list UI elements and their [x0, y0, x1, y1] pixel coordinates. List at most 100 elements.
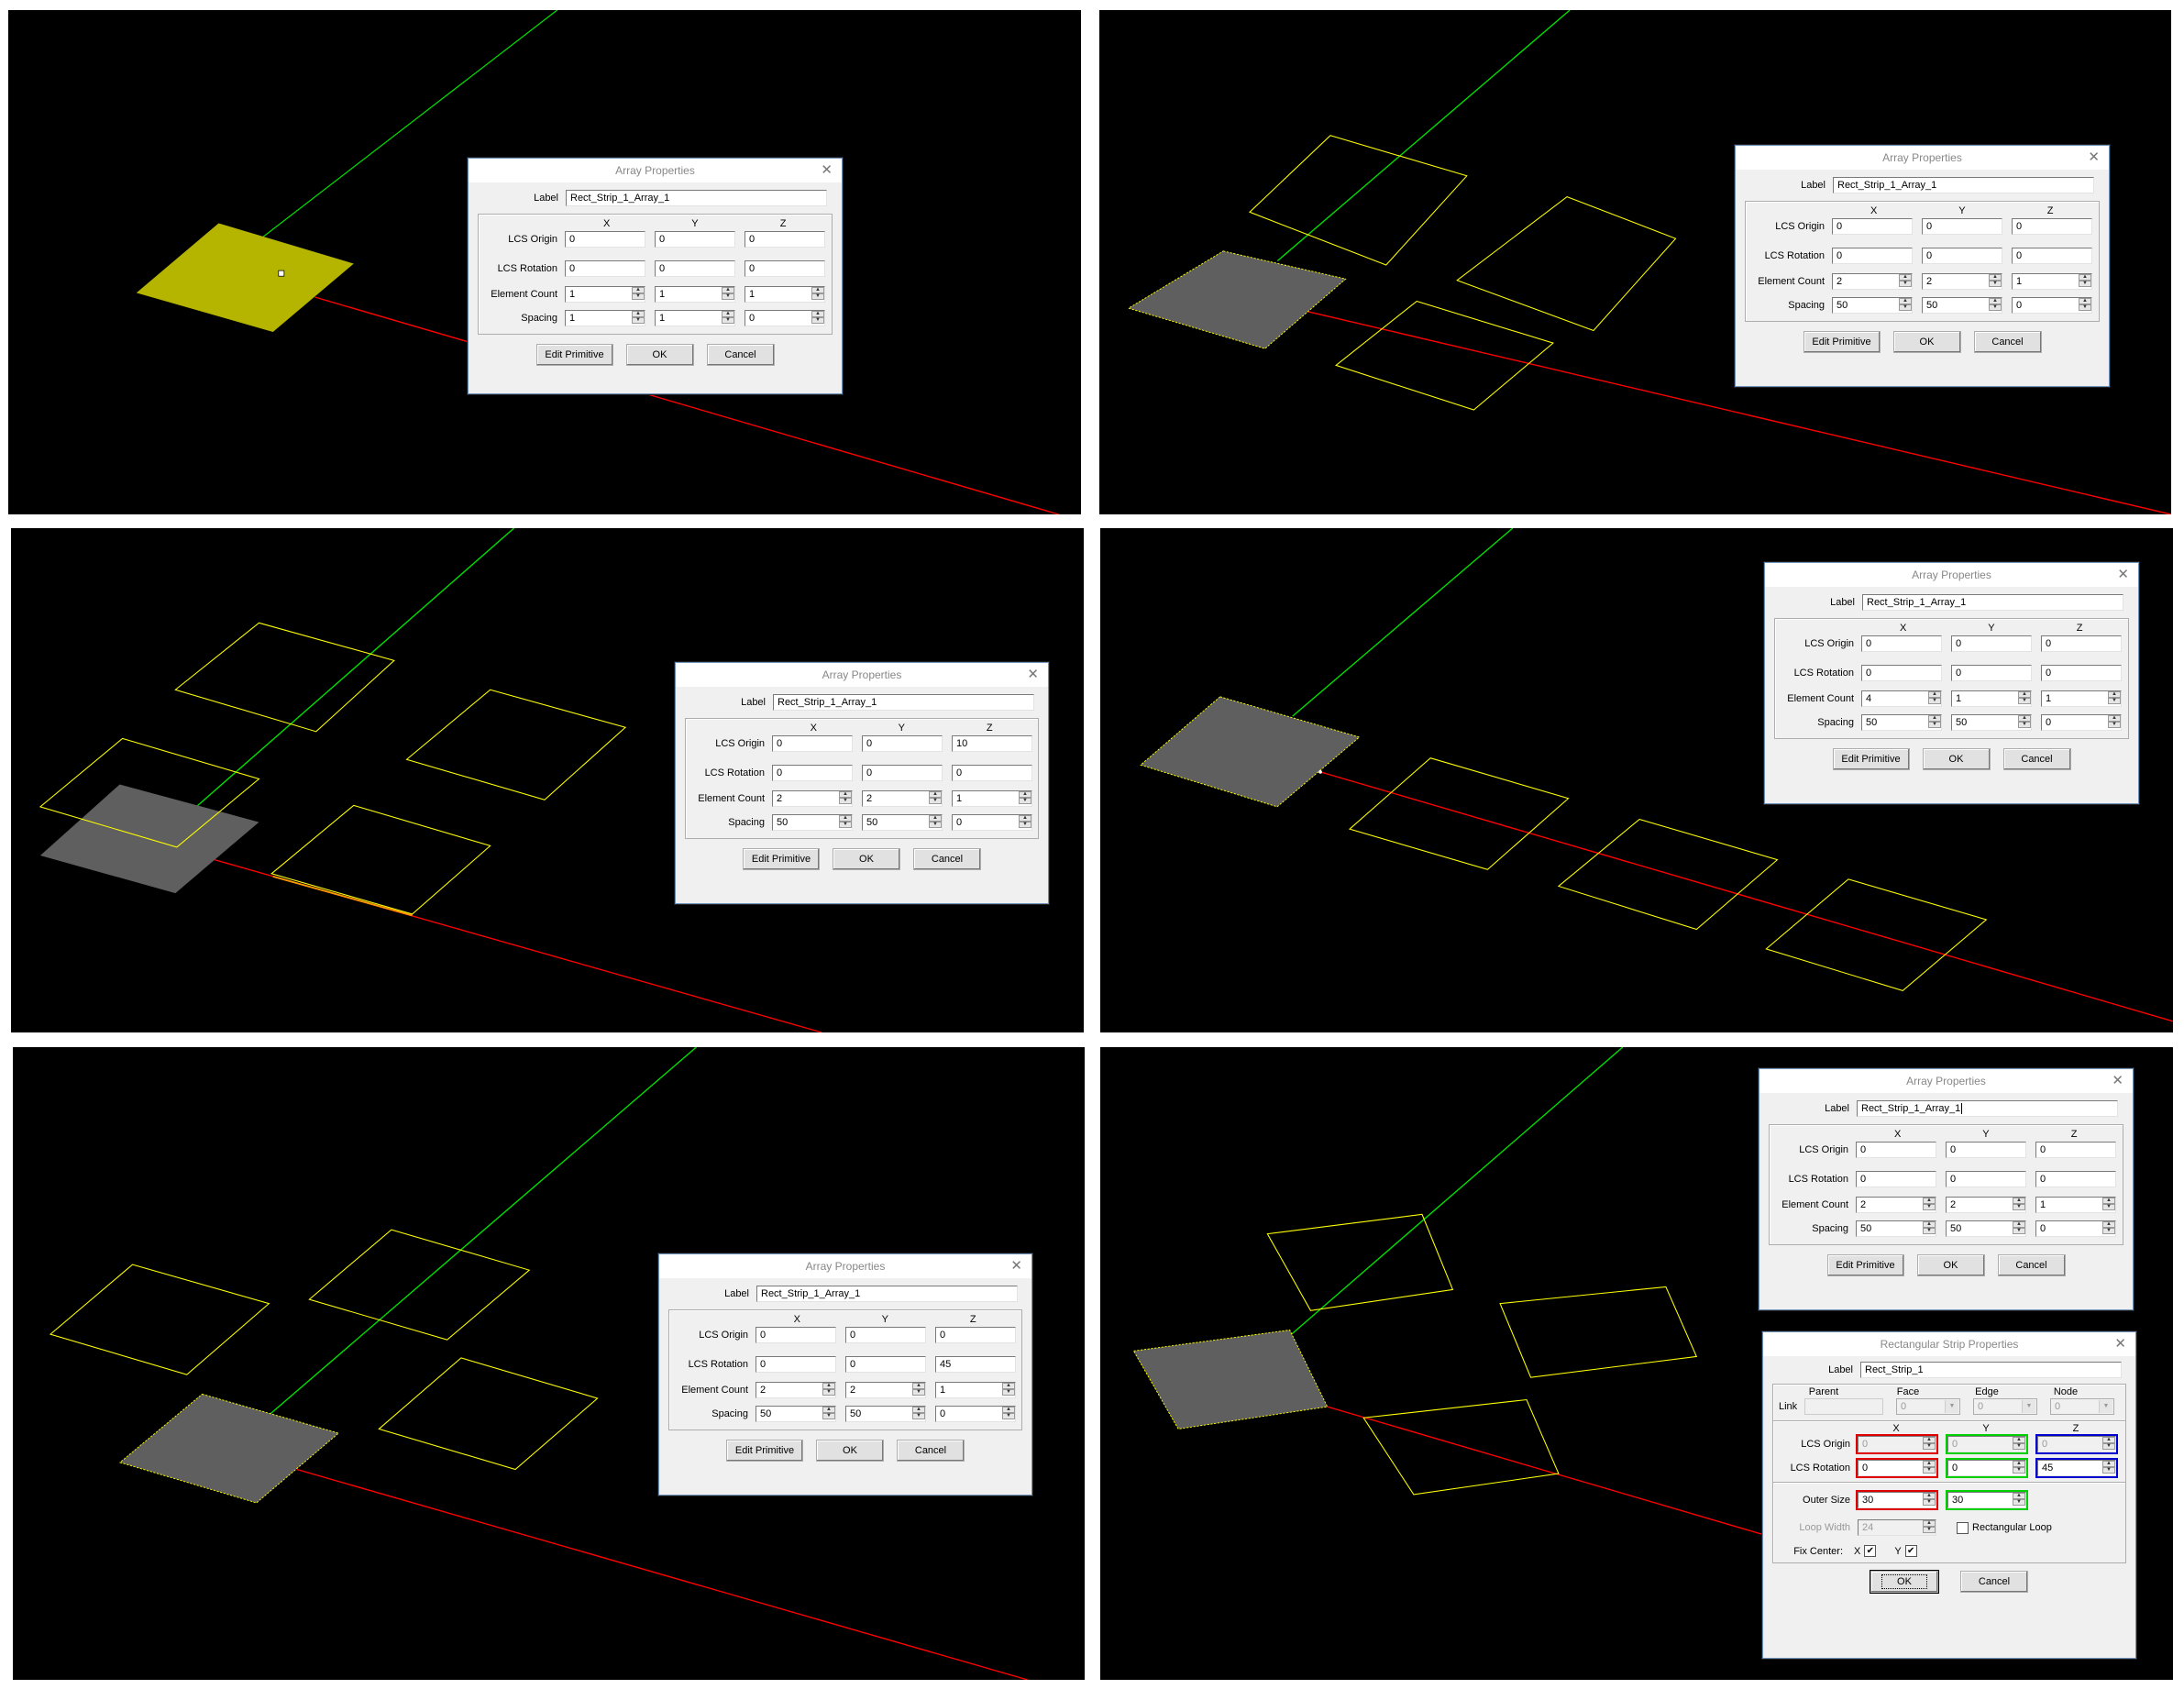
spinner-arrows-icon[interactable]: ▲▼ — [2079, 298, 2091, 311]
spacing-x[interactable]: 1 — [565, 310, 645, 326]
spacing-z[interactable]: 0 — [2035, 1220, 2116, 1237]
element-count-x[interactable]: 2 — [1856, 1197, 1936, 1213]
3d-scene[interactable] — [13, 1047, 1085, 1680]
lcs-origin-x[interactable]: 0 — [772, 735, 853, 752]
3d-scene[interactable] — [1100, 1047, 2173, 1680]
spinner-arrows-icon[interactable]: ▲▼ — [722, 287, 734, 300]
lcs-rotation-y[interactable]: 0 — [1951, 665, 2032, 681]
lcs-rotation-z[interactable]: 0 — [745, 260, 825, 277]
element-count-x[interactable]: 1 — [565, 286, 645, 303]
spacing-y[interactable]: 50 — [1946, 1220, 2026, 1237]
close-icon[interactable]: ✕ — [2114, 1336, 2126, 1352]
lcs-rotation-x[interactable]: 0 — [1858, 1460, 1936, 1476]
edit-primitive-button[interactable]: Edit Primitive — [1826, 1254, 1904, 1276]
spinner-arrows-icon[interactable]: ▲▼ — [839, 791, 852, 804]
dialog-titlebar[interactable]: Array Properties ✕ — [1759, 1069, 2133, 1093]
spinner-arrows-icon[interactable]: ▲▼ — [822, 1407, 835, 1419]
spinner-arrows-icon[interactable]: ▲▼ — [2108, 691, 2121, 704]
element-count-x[interactable]: 4 — [1861, 690, 1942, 707]
cancel-button[interactable]: Cancel — [913, 848, 981, 870]
spinner-arrows-icon[interactable]: ▲▼ — [2108, 715, 2121, 728]
3d-scene[interactable] — [11, 528, 1084, 1032]
element-count-y[interactable]: 2 — [862, 790, 943, 807]
lcs-rotation-z[interactable]: 45 — [935, 1356, 1016, 1373]
label-input[interactable]: Rect_Strip_1_Array_1 — [566, 190, 827, 206]
fix-center-y-checkbox[interactable]: ✔ — [1904, 1545, 1917, 1557]
spacing-y[interactable]: 50 — [845, 1406, 926, 1422]
ok-button[interactable]: OK — [833, 848, 900, 870]
spacing-y[interactable]: 1 — [655, 310, 735, 326]
spinner-arrows-icon[interactable]: ▲▼ — [2018, 715, 2031, 728]
label-input[interactable]: Rect_Strip_1_Array_1 — [1833, 177, 2094, 193]
spinner-arrows-icon[interactable]: ▲▼ — [1923, 1461, 1936, 1474]
spinner-arrows-icon[interactable]: ▲▼ — [912, 1383, 925, 1396]
lcs-origin-y[interactable]: 0 — [845, 1327, 926, 1343]
ok-button[interactable]: OK — [1922, 748, 1991, 770]
lcs-rotation-y[interactable]: 0 — [862, 765, 943, 781]
spinner-arrows-icon[interactable]: ▲▼ — [1928, 715, 1941, 728]
lcs-origin-x[interactable]: 0 — [1856, 1142, 1936, 1158]
ok-button[interactable]: OK — [1916, 1254, 1985, 1276]
spacing-y[interactable]: 50 — [862, 814, 943, 831]
outer-size-x[interactable]: 30 — [1858, 1492, 1936, 1508]
element-count-z[interactable]: 1 — [935, 1382, 1016, 1398]
label-input[interactable]: Rect_Strip_1_Array_1 — [1862, 594, 2123, 611]
dialog-titlebar[interactable]: Array Properties ✕ — [676, 663, 1048, 687]
edit-primitive-button[interactable]: Edit Primitive — [1832, 748, 1910, 770]
lcs-origin-y[interactable]: 0 — [1951, 635, 2032, 652]
ok-button[interactable]: OK — [1892, 331, 1961, 353]
spinner-arrows-icon[interactable]: ▲▼ — [1899, 274, 1912, 287]
spinner-arrows-icon[interactable]: ▲▼ — [1019, 815, 1031, 828]
spacing-z[interactable]: 0 — [952, 814, 1032, 831]
cancel-button[interactable]: Cancel — [1997, 1254, 2066, 1276]
element-count-y[interactable]: 2 — [1922, 273, 2002, 290]
lcs-origin-z[interactable]: 10 — [952, 735, 1032, 752]
lcs-origin-z[interactable]: 0 — [935, 1327, 1016, 1343]
spinner-arrows-icon[interactable]: ▲▼ — [2018, 691, 2031, 704]
rectangular-loop-checkbox[interactable] — [1957, 1521, 1969, 1534]
element-count-y[interactable]: 1 — [1951, 690, 2032, 707]
edit-primitive-button[interactable]: Edit Primitive — [1803, 331, 1881, 353]
spacing-z[interactable]: 0 — [2012, 297, 2092, 314]
dialog-titlebar[interactable]: Array Properties ✕ — [1736, 146, 2109, 170]
spinner-arrows-icon[interactable]: ▲▼ — [1923, 1493, 1936, 1506]
lcs-rotation-z[interactable]: 0 — [2012, 248, 2092, 264]
dialog-titlebar[interactable]: Rectangular Strip Properties ✕ — [1763, 1332, 2135, 1356]
spinner-arrows-icon[interactable]: ▲▼ — [1989, 274, 2002, 287]
spinner-arrows-icon[interactable]: ▲▼ — [2102, 1198, 2115, 1210]
lcs-rotation-x[interactable]: 0 — [1832, 248, 1913, 264]
element-count-x[interactable]: 2 — [756, 1382, 836, 1398]
lcs-origin-x[interactable]: 0 — [1861, 635, 1942, 652]
lcs-origin-z[interactable]: 0 — [2041, 635, 2122, 652]
spinner-arrows-icon[interactable]: ▲▼ — [1899, 298, 1912, 311]
spinner-arrows-icon[interactable]: ▲▼ — [2013, 1493, 2025, 1506]
dialog-titlebar[interactable]: Array Properties ✕ — [469, 159, 842, 182]
spinner-arrows-icon[interactable]: ▲▼ — [811, 311, 824, 324]
spinner-arrows-icon[interactable]: ▲▼ — [2102, 1221, 2115, 1234]
lcs-rotation-y[interactable]: 0 — [1947, 1460, 2026, 1476]
lcs-origin-y[interactable]: 0 — [1922, 218, 2002, 235]
3d-scene[interactable] — [1099, 10, 2171, 514]
lcs-rotation-z[interactable]: 0 — [2035, 1171, 2116, 1187]
lcs-rotation-x[interactable]: 0 — [565, 260, 645, 277]
cancel-button[interactable]: Cancel — [1973, 331, 2042, 353]
ok-button[interactable]: OK — [1870, 1570, 1939, 1594]
element-count-z[interactable]: 1 — [952, 790, 1032, 807]
lcs-origin-y[interactable]: 0 — [862, 735, 943, 752]
element-count-z[interactable]: 1 — [2035, 1197, 2116, 1213]
close-icon[interactable]: ✕ — [2088, 149, 2100, 165]
label-input[interactable]: Rect_Strip_1_Array_1 — [773, 694, 1034, 711]
spinner-arrows-icon[interactable]: ▲▼ — [1923, 1221, 1936, 1234]
spinner-arrows-icon[interactable]: ▲▼ — [1928, 691, 1941, 704]
spinner-arrows-icon[interactable]: ▲▼ — [1002, 1383, 1015, 1396]
close-icon[interactable]: ✕ — [1010, 1258, 1022, 1274]
spinner-arrows-icon[interactable]: ▲▼ — [929, 791, 942, 804]
element-count-y[interactable]: 2 — [845, 1382, 926, 1398]
spacing-x[interactable]: 50 — [1856, 1220, 1936, 1237]
lcs-rotation-y[interactable]: 0 — [1922, 248, 2002, 264]
spinner-arrows-icon[interactable]: ▲▼ — [822, 1383, 835, 1396]
close-icon[interactable]: ✕ — [2112, 1073, 2123, 1088]
element-count-z[interactable]: 1 — [745, 286, 825, 303]
lcs-rotation-x[interactable]: 0 — [756, 1356, 836, 1373]
close-icon[interactable]: ✕ — [821, 162, 833, 178]
